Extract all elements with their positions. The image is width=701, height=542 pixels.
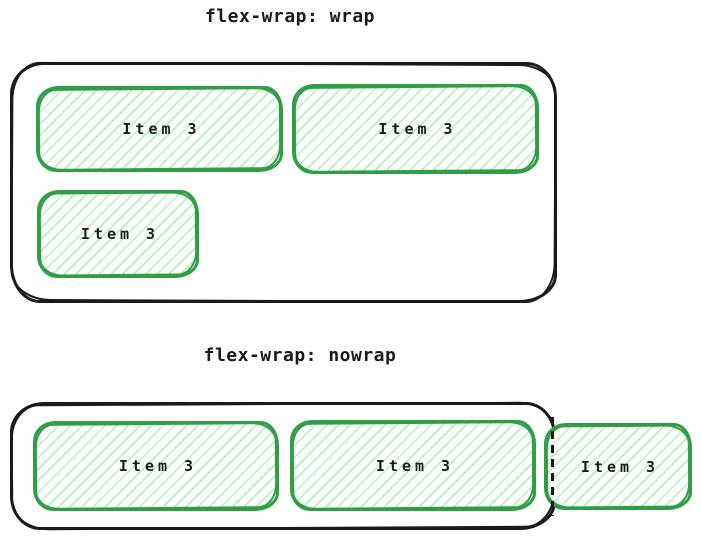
section-title-wrap: flex-wrap: wrap	[204, 6, 376, 27]
flex-item-wrapped: Item 3	[37, 190, 199, 278]
flex-container-nowrap: Item 3 Item 3 Item 3	[10, 402, 692, 530]
container-edge-dashed-line	[551, 417, 554, 516]
flex-item-label: Item 3	[378, 120, 457, 138]
flex-item-overflow: Item 3	[544, 423, 692, 510]
section-title-nowrap: flex-wrap: nowrap	[203, 345, 397, 366]
flex-item-label: Item 3	[80, 225, 160, 243]
flex-item: Item 3	[33, 421, 279, 511]
flex-item: Item 3	[290, 420, 536, 511]
flex-item-label: Item 3	[122, 120, 201, 138]
flex-item: Item 3	[292, 84, 539, 174]
flex-container-wrap: Item 3 Item 3 Item 3	[10, 62, 557, 303]
flex-item-label: Item 3	[580, 457, 660, 476]
flex-item-label: Item 3	[375, 456, 455, 475]
flex-item-label: Item 3	[118, 457, 198, 475]
flex-item: Item 3	[36, 86, 283, 172]
